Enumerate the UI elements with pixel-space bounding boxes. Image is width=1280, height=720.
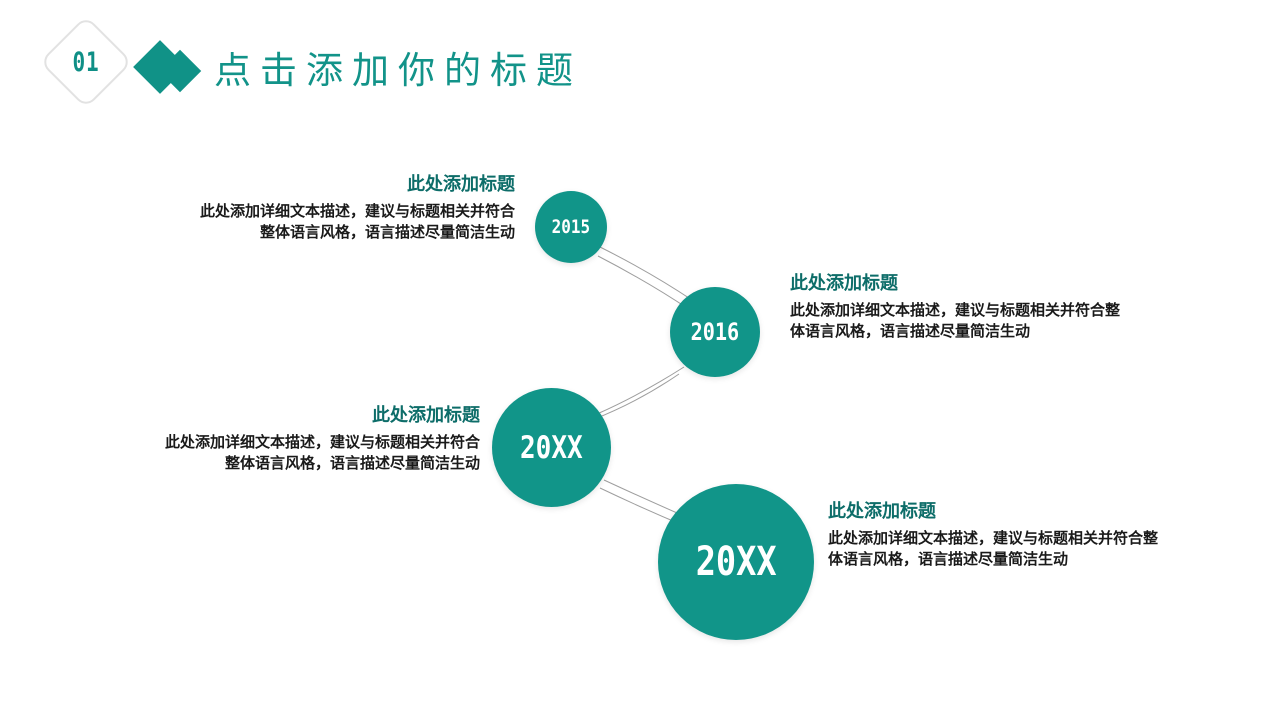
timeline-node-20xx-1[interactable]: 20XX	[492, 388, 611, 507]
text-block-3: 此处添加标题 此处添加详细文本描述，建议与标题相关并符合整体语言风格，语言描述尽…	[155, 404, 480, 474]
text-block-body: 此处添加详细文本描述，建议与标题相关并符合整体语言风格，语言描述尽量简洁生动	[164, 433, 480, 472]
text-block-body: 此处添加详细文本描述，建议与标题相关并符合整体语言风格，语言描述尽量简洁生动	[199, 202, 515, 241]
text-block-heading: 此处添加标题	[407, 174, 515, 195]
timeline-node-label: 20XX	[520, 429, 583, 466]
timeline-node-label: 20XX	[695, 539, 777, 585]
text-block-heading: 此处添加标题	[372, 405, 480, 426]
timeline-node-label: 2016	[690, 318, 740, 346]
text-block-body: 此处添加详细文本描述，建议与标题相关并符合整体语言风格，语言描述尽量简洁生动	[790, 301, 1121, 340]
slide-title: 点击添加你的标题	[214, 49, 582, 92]
text-block-heading: 此处添加标题	[790, 273, 898, 294]
text-block-heading: 此处添加标题	[828, 501, 936, 522]
section-number-badge: 01	[72, 46, 100, 78]
text-block-4: 此处添加标题 此处添加详细文本描述，建议与标题相关并符合整体语言风格，语言描述尽…	[828, 500, 1163, 570]
slide-header: 01 点击添加你的标题	[0, 0, 1280, 140]
text-block-1: 此处添加标题 此处添加详细文本描述，建议与标题相关并符合整体语言风格，语言描述尽…	[190, 173, 515, 243]
timeline-node-2015[interactable]: 2015	[535, 191, 607, 263]
text-block-2: 此处添加标题 此处添加详细文本描述，建议与标题相关并符合整体语言风格，语言描述尽…	[790, 272, 1125, 342]
text-block-body: 此处添加详细文本描述，建议与标题相关并符合整体语言风格，语言描述尽量简洁生动	[828, 529, 1159, 568]
timeline-node-2016[interactable]: 2016	[670, 287, 760, 377]
timeline-node-label: 2015	[551, 216, 591, 238]
timeline-node-20xx-2[interactable]: 20XX	[658, 484, 814, 640]
